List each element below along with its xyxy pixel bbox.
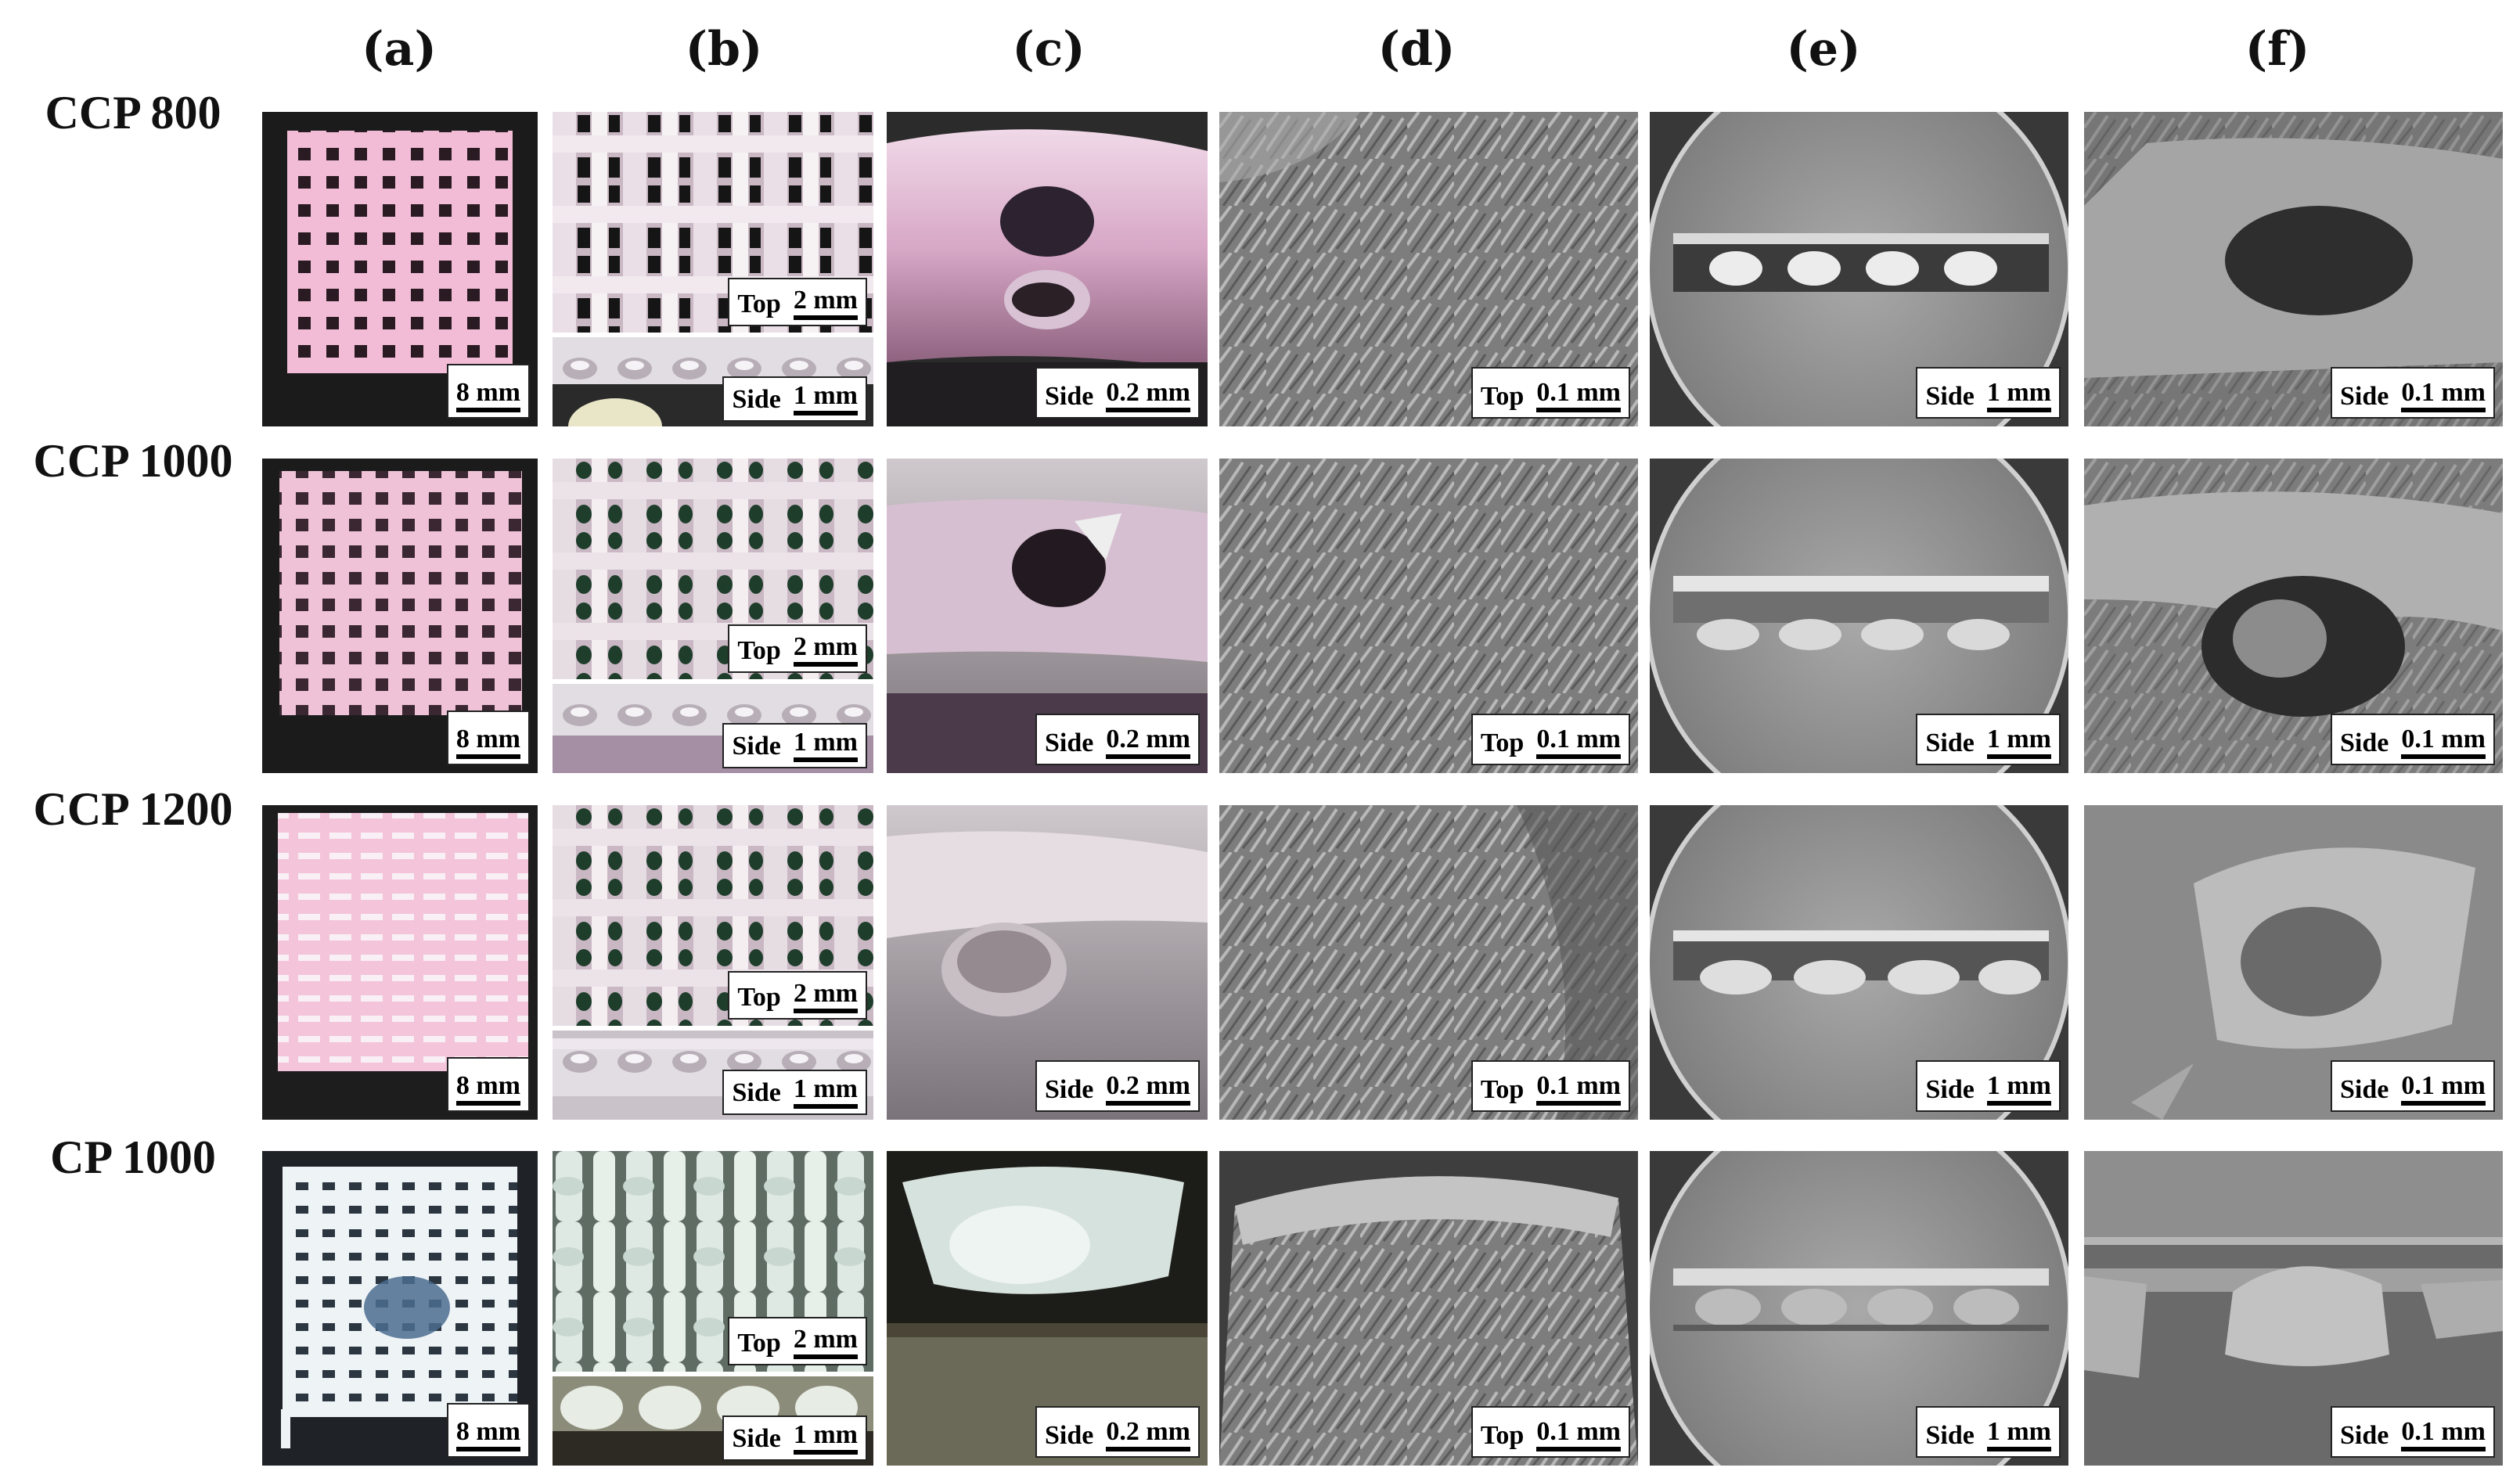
panel-d-ccp1200: Top 0.1 mm [1219, 805, 1638, 1120]
panel-e-ccp1200: Side 1 mm [1650, 805, 2068, 1120]
scale-bar-a: 8 mm [446, 1057, 530, 1112]
scale-bar-a: 8 mm [446, 1403, 530, 1458]
scale-bar-f: Side 0.1 mm [2330, 1060, 2495, 1112]
scale-bar-e: Side 1 mm [1916, 367, 2061, 419]
scale-bar-b-side: Side 1 mm [722, 1070, 867, 1115]
scale-bar-b-top: Top 2 mm [728, 971, 867, 1020]
column-header-c: (c) [1012, 22, 1085, 77]
scale-bar-a: 8 mm [446, 710, 530, 765]
panel-a-ccp1200: 8 mm [262, 805, 538, 1120]
scale-bar-c: Side 0.2 mm [1035, 1406, 1200, 1458]
panel-b-side-cp1000: Side 1 mm [553, 1376, 873, 1466]
panel-b-top-ccp1000: Top 2 mm [553, 459, 873, 679]
column-header-f: (f) [2245, 22, 2310, 77]
panel-b-top-cp1000: Top 2 mm [553, 1151, 873, 1372]
scale-bar-b-top: Top 2 mm [728, 624, 867, 673]
panel-b-top-ccp800: Top 2 mm [553, 112, 873, 333]
panel-e-ccp800: Side 1 mm [1650, 112, 2068, 426]
panel-f-ccp800: Side 0.1 mm [2084, 112, 2503, 426]
panel-d-ccp800: Top 0.1 mm [1219, 112, 1638, 426]
panel-a-ccp800: 8 mm [262, 112, 538, 426]
column-header-e: (e) [1786, 22, 1861, 77]
row-label-ccp1000: CCP 1000 [33, 435, 233, 487]
panel-b-side-ccp800: Side 1 mm [553, 337, 873, 426]
scale-bar-c: Side 0.2 mm [1035, 367, 1200, 419]
scale-bar-b-side: Side 1 mm [722, 376, 867, 422]
panel-f-ccp1000: Side 0.1 mm [2084, 459, 2503, 773]
panel-a-cp1000: 8 mm [262, 1151, 538, 1466]
panel-c-ccp800: Side 0.2 mm [887, 112, 1208, 426]
panel-b-side-ccp1000: Side 1 mm [553, 684, 873, 773]
scale-bar-f: Side 0.1 mm [2330, 1406, 2495, 1458]
scale-bar-d: Top 0.1 mm [1471, 367, 1630, 419]
row-label-ccp800: CCP 800 [45, 87, 221, 138]
panel-c-ccp1000: Side 0.2 mm [887, 459, 1208, 773]
scale-bar-c: Side 0.2 mm [1035, 714, 1200, 765]
panel-e-ccp1000: Side 1 mm [1650, 459, 2068, 773]
scale-bar-e: Side 1 mm [1916, 1060, 2061, 1112]
panel-f-ccp1200: Side 0.1 mm [2084, 805, 2503, 1120]
scale-bar-d: Top 0.1 mm [1471, 714, 1630, 765]
scale-bar-d: Top 0.1 mm [1471, 1406, 1630, 1458]
row-label-cp1000: CP 1000 [50, 1131, 216, 1183]
column-header-d: (d) [1377, 22, 1456, 77]
scale-bar-c: Side 0.2 mm [1035, 1060, 1200, 1112]
scale-bar-b-top: Top 2 mm [728, 1317, 867, 1365]
scale-bar-f: Side 0.1 mm [2330, 714, 2495, 765]
panel-d-ccp1000: Top 0.1 mm [1219, 459, 1638, 773]
panel-d-cp1000: Top 0.1 mm [1219, 1151, 1638, 1466]
scale-bar-b-side: Side 1 mm [722, 723, 867, 768]
panel-a-ccp1000: 8 mm [262, 459, 538, 773]
scale-bar-a: 8 mm [446, 364, 530, 419]
row-label-ccp1200: CCP 1200 [33, 783, 233, 835]
panel-c-ccp1200: Side 0.2 mm [887, 805, 1208, 1120]
scale-bar-b-side: Side 1 mm [722, 1415, 867, 1461]
scale-bar-f: Side 0.1 mm [2330, 367, 2495, 419]
scale-bar-e: Side 1 mm [1916, 1406, 2061, 1458]
scale-bar-b-top: Top 2 mm [728, 278, 867, 326]
panel-e-cp1000: Side 1 mm [1650, 1151, 2068, 1466]
panel-c-cp1000: Side 0.2 mm [887, 1151, 1208, 1466]
column-header-a: (a) [362, 22, 437, 77]
panel-b-side-ccp1200: Side 1 mm [553, 1031, 873, 1120]
panel-b-top-ccp1200: Top 2 mm [553, 805, 873, 1026]
column-header-b: (b) [685, 22, 763, 77]
scale-bar-d: Top 0.1 mm [1471, 1060, 1630, 1112]
scale-bar-e: Side 1 mm [1916, 714, 2061, 765]
panel-f-cp1000: Side 0.1 mm [2084, 1151, 2503, 1466]
